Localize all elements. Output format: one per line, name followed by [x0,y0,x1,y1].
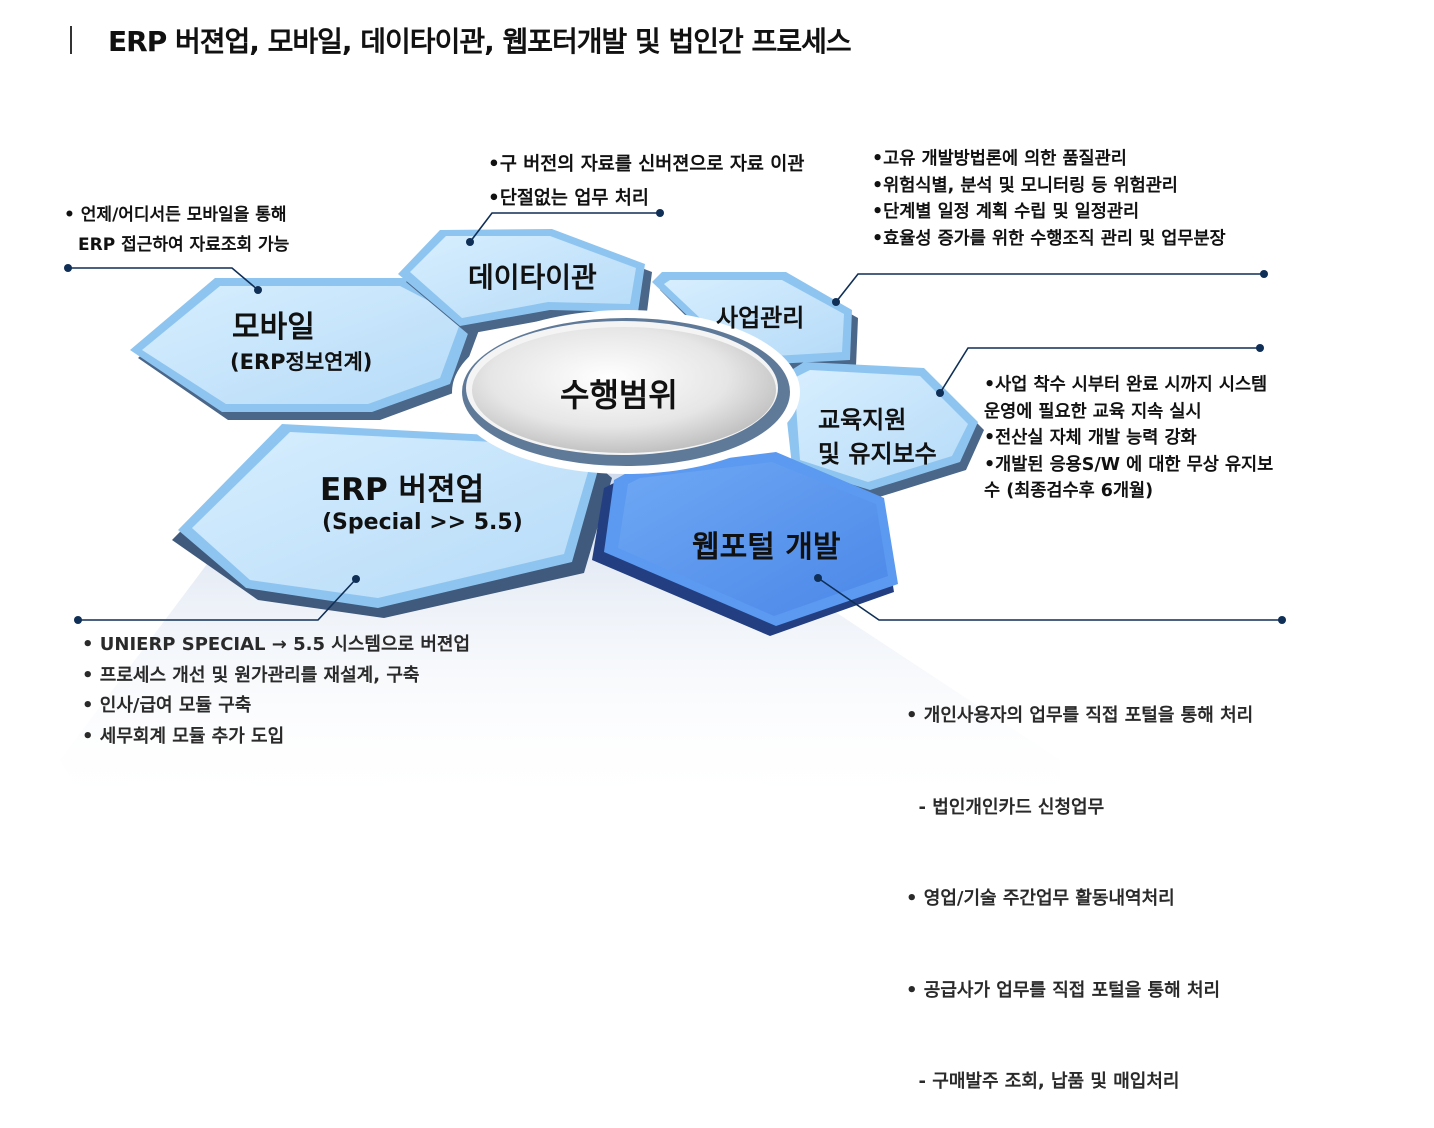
note-data-migration: •구 버전의 자료를 신버젼으로 자료 이관 •단절없는 업무 처리 [488,148,804,216]
connector-dot [64,264,72,272]
note-item: •개발된 응용S/W 에 대한 무상 유지보 [984,454,1274,475]
note-item: • 인사/급여 모듈 구축 [82,695,252,716]
segment-erp-upgrade-shape [172,424,612,618]
note-item: •고유 개발방법론에 의한 품질관리 [872,149,1127,169]
segment-mobile-subtitle: (ERP정보연계) [230,350,373,374]
connector-dot [1278,616,1286,624]
note-item: • 개인사용자의 업무를 직접 포털을 통해 처리 [906,705,1254,726]
connector-dot [466,238,474,246]
connector-mobile [68,267,259,291]
connector-project-mgmt [835,273,1264,303]
connector-dot [254,286,262,294]
note-item: • 영업/기술 주간업무 활동내역처리 [906,888,1175,909]
segment-training-title-line2: 및 유지보수 [818,440,937,468]
note-training: •사업 착수 시부터 완료 시까지 시스템 운영에 필요한 교육 지속 실시 •… [984,372,1273,505]
center-ellipse-shape [452,310,800,474]
segment-data-migration-title: 데이타이관 [468,261,597,294]
note-item: - 구매발주 조회, 납품 및 매입처리 [906,1071,1180,1092]
note-item: • 언제/어디서든 모바일을 통해 [64,205,287,225]
note-item: • 공급사가 업무를 직접 포털을 통해 처리 [906,979,1221,1001]
note-item: 운영에 필요한 교육 지속 실시 [984,401,1202,422]
note-item: 수 (최종검수후 6개월) [984,481,1154,501]
segment-project-mgmt-title: 사업관리 [716,304,805,332]
connector-dot [74,616,82,624]
connector-training [939,347,1260,394]
segment-training-shape [782,362,984,498]
segment-data-migration-shape [398,229,652,334]
segment-mobile-shape [130,278,482,420]
connector-dot [814,574,822,582]
note-item: •사업 착수 시부터 완료 시까지 시스템 [984,375,1268,395]
scope-diagram [60,209,1286,811]
note-erp-upgrade: • UNIERP SPECIAL → 5.5 시스템으로 버젼업 • 프로세스 … [82,630,470,752]
segment-mobile-title: 모바일 [232,310,315,345]
note-item: - 법인개인카드 신청업무 [906,796,1105,818]
note-item: •전산실 자체 개발 능력 강화 [984,428,1197,448]
segment-erp-upgrade-subtitle: (Special >> 5.5) [322,510,523,535]
connector-dot [936,389,944,397]
note-item: • 세무회계 모듈 추가 도입 [82,725,285,747]
note-item: • 프로세스 개선 및 원가관리를 재설계, 구축 [82,664,420,686]
note-item: ERP 접근하여 자료조회 가능 [78,235,290,255]
connector-erp-upgrade [78,578,357,621]
connector-data-migration [469,212,660,243]
connector-dot [352,575,360,583]
note-item: • UNIERP SPECIAL → 5.5 시스템으로 버젼업 [82,634,471,655]
segment-erp-upgrade-title: ERP 버젼업 [320,472,485,508]
connector-dot [832,298,840,306]
note-item: •위험식별, 분석 및 모니터링 등 위험관리 [872,175,1178,196]
connector-dot [656,209,664,217]
note-mobile: • 언제/어디서든 모바일을 통해 ERP 접근하여 자료조회 가능 [64,200,289,260]
segment-web-portal-title: 웹포털 개발 [692,530,841,565]
note-item: •단절없는 업무 처리 [488,188,649,209]
segment-training-title-line1: 교육지원 [818,406,907,434]
page-title: ERP 버젼업, 모바일, 데이타이관, 웹포터개발 및 법인간 프로세스 [108,25,852,58]
segment-project-mgmt-shape [652,272,858,372]
page-header: ERP 버젼업, 모바일, 데이타이관, 웹포터개발 및 법인간 프로세스 [70,18,852,62]
connector-dot [1260,270,1268,278]
center-label: 수행범위 [560,376,678,414]
title-divider [70,26,72,54]
note-item: •효율성 증가를 위한 수행조직 관리 및 업무분장 [872,228,1226,249]
note-item: •단계별 일정 계획 수립 및 일정관리 [872,202,1140,222]
note-project-mgmt: •고유 개발방법론에 의한 품질관리 •위험식별, 분석 및 모니터링 등 위험… [872,146,1226,252]
note-web-portal: • 개인사용자의 업무를 직접 포털을 통해 처리 - 법인개인카드 신청업무 … [906,640,1253,1128]
note-item: •구 버전의 자료를 신버젼으로 자료 이관 [488,154,805,175]
connector-dot [1256,344,1264,352]
connector-web-portal [817,577,1282,621]
